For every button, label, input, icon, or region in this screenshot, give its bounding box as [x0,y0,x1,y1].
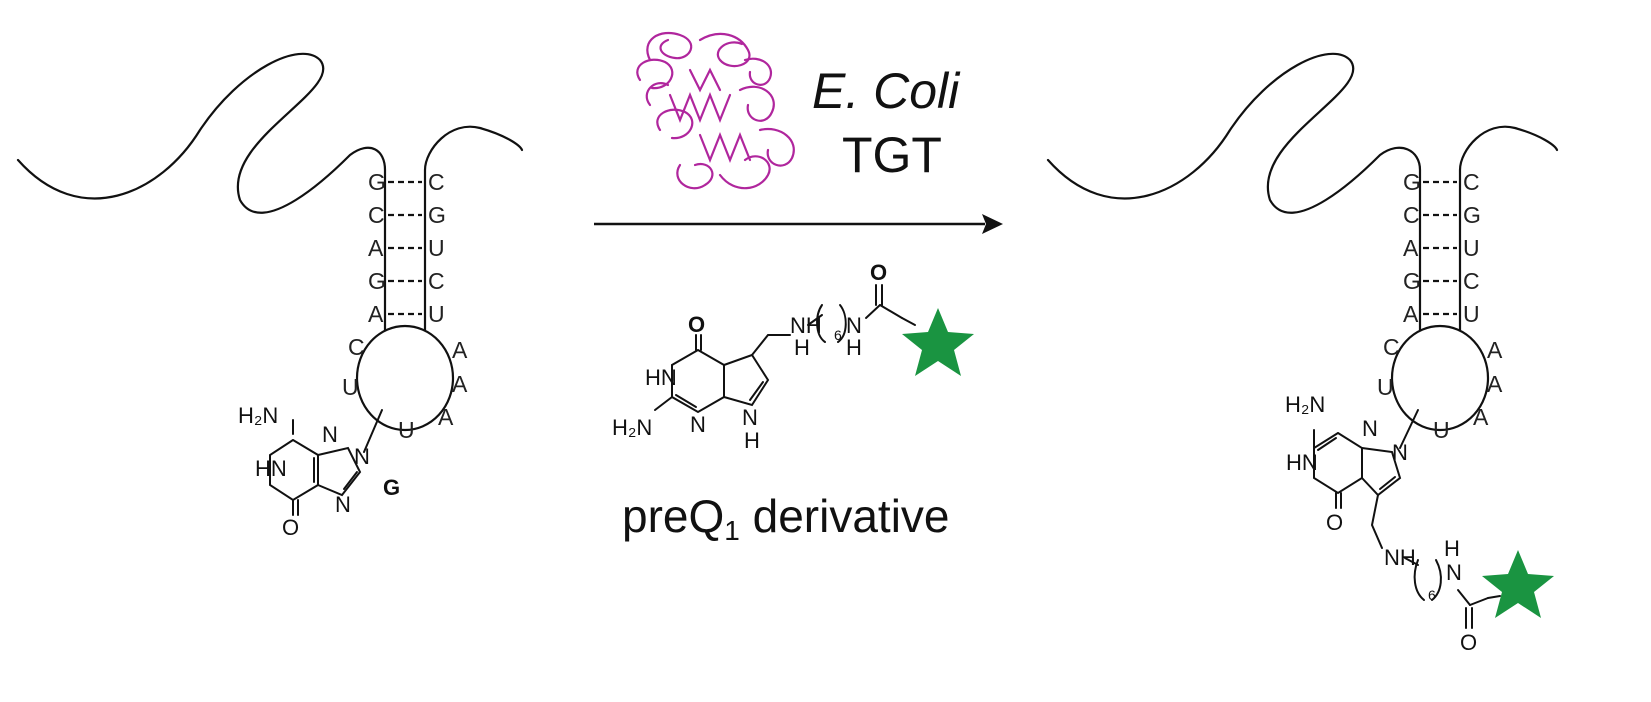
rna-loop [355,324,455,432]
product-amide-h: H [1444,536,1460,561]
stem-base-right-5: U [428,301,445,327]
product-stem-right-3: U [1463,235,1480,261]
preq-n: N [690,412,706,437]
rna-strand-left-product [1046,52,1422,332]
product-linker-nh: NH [1384,545,1416,570]
loop-base-left-2: U [342,374,359,400]
preq-amine: H₂N [612,415,652,440]
product-loop-right-3: A [1473,404,1489,430]
guanine-label: G [383,475,400,500]
product-hn: HN [1286,450,1318,475]
product-amide-n: N [1446,560,1462,585]
preq1-derivative-structure: O HN H₂N N N H NH H 6 N H O [612,260,916,453]
product-n-top: N [1362,416,1378,441]
product-loop-right-2: A [1487,371,1503,397]
stem-base-right-4: C [428,268,445,294]
product-stem-left-2: C [1403,202,1420,228]
enzyme-protein-icon [636,31,795,190]
product-stem-left-4: G [1403,268,1421,294]
guanine-n-top: N [322,422,338,447]
preq-o: O [688,312,705,337]
preq-amide-h: H [846,335,862,360]
stem-base-right-2: G [428,202,446,228]
enzyme-name-label: TGT [842,127,942,183]
preq-n-pyrrole: N [742,405,758,430]
guanine-n7: N [335,492,351,517]
product-o: O [1326,510,1343,535]
loop-base-bottom: U [398,417,415,443]
rna-strand-right-top [423,125,524,332]
guanine-structure: H₂N N HN N N O G [238,403,400,540]
rna-loop-product [1390,324,1490,432]
stem-base-left-5: A [368,301,384,327]
rna-strand-right-product [1458,125,1559,332]
substrate-label-rest: derivative [740,490,950,542]
stem-pairs-product [1423,180,1457,316]
preq-nh-bottom: H [744,428,760,453]
preq-linker-nh: NH [790,313,822,338]
stem-pairs [388,180,422,316]
preq-chain-count: 6 [834,327,842,343]
substrate-label-main: preQ [622,490,724,542]
loop-base-right-1: A [452,337,468,363]
product-stem-right-5: U [1463,301,1480,327]
product-amide-o: O [1460,630,1477,655]
rna-hairpin-left: G C A G A C G U C U C U A A A U H₂N [16,52,524,540]
product-stem-left-5: A [1403,301,1419,327]
stem-base-left-2: C [368,202,385,228]
preq-amide-o: O [870,260,887,285]
enzyme-species-label: E. Coli [812,63,961,119]
product-stem-right-1: C [1463,169,1480,195]
loop-base-left-1: C [348,334,365,360]
loop-base-right-2: A [452,371,468,397]
fluorophore-star-product [1482,550,1554,618]
rna-hairpin-right: G C A G A C G U C U C U A A A U [1046,52,1559,655]
fluorophore-star-center [902,308,974,376]
guanine-n9: N [354,444,370,469]
preq-amide-n: N [846,313,862,338]
product-loop-right-1: A [1487,337,1503,363]
product-n9: N [1392,440,1408,465]
product-amine: H₂N [1285,392,1325,417]
product-stem-right-4: C [1463,268,1480,294]
product-stem-left-1: G [1403,169,1421,195]
product-loop-bottom: U [1433,417,1450,443]
stem-base-right-3: U [428,235,445,261]
product-chain-count: 6 [1428,587,1436,603]
substrate-label: preQ1 derivative [622,490,950,546]
product-stem-right-2: G [1463,202,1481,228]
stem-base-left-1: G [368,169,386,195]
preq-hn: HN [645,365,677,390]
modified-base-structure: H₂N N HN N O NH H N 6 O [1285,392,1501,655]
stem-base-left-3: A [368,235,384,261]
stem-base-right-1: C [428,169,445,195]
reaction-arrow [594,214,1003,234]
guanine-nh: HN [255,456,287,481]
product-loop-left-1: C [1383,334,1400,360]
guanine-amine: H₂N [238,403,278,428]
preq-linker-h: H [794,335,810,360]
rna-strand-left [16,52,387,332]
loop-base-right-3: A [438,404,454,430]
guanine-o: O [282,515,299,540]
product-stem-left-3: A [1403,235,1419,261]
substrate-label-sub: 1 [724,515,740,546]
stem-base-left-4: G [368,268,386,294]
product-loop-left-2: U [1377,374,1394,400]
